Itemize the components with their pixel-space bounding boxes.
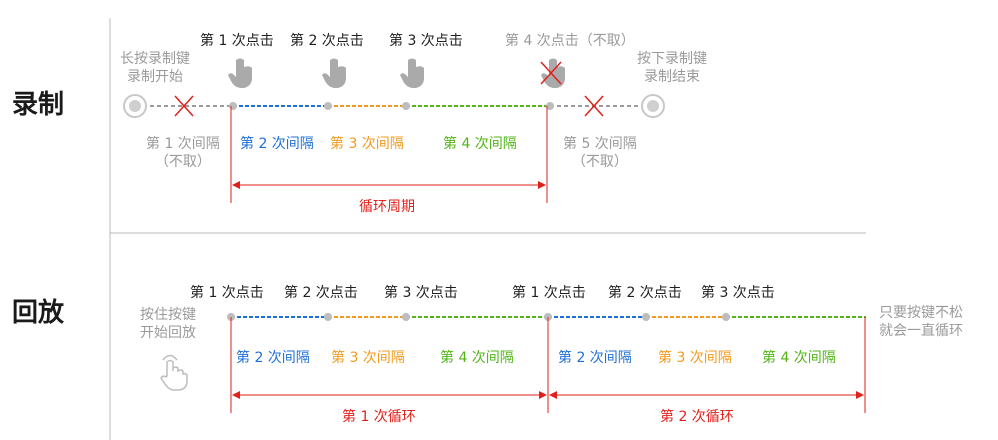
record-start-label: 长按录制键 录制开始 bbox=[120, 51, 190, 85]
pointing-hand-icon bbox=[322, 58, 346, 88]
playback-interval-label: 第 4 次间隔 bbox=[440, 350, 514, 366]
section-title-record: 录制 bbox=[12, 90, 65, 120]
playback-click-dot bbox=[324, 313, 332, 321]
arrow-left-icon bbox=[549, 391, 557, 399]
cycle-label: 循环周期 bbox=[359, 199, 415, 215]
pointing-hand-icon bbox=[541, 58, 565, 88]
loop2-label: 第 2 次循环 bbox=[660, 409, 734, 425]
arrow-left-icon bbox=[232, 181, 240, 189]
record-click-label-2: 第 2 次点击 bbox=[290, 33, 364, 49]
playback-click-label: 第 3 次点击 bbox=[701, 285, 775, 301]
record-start-button-icon bbox=[123, 94, 147, 118]
record-click-label-3: 第 3 次点击 bbox=[389, 33, 463, 49]
playback-click-label: 第 1 次点击 bbox=[190, 285, 264, 301]
playback-click-label: 第 3 次点击 bbox=[384, 285, 458, 301]
record-interval-2: 第 2 次间隔 bbox=[240, 136, 314, 152]
record-interval-4: 第 4 次间隔 bbox=[443, 136, 517, 152]
loop1-label: 第 1 次循环 bbox=[342, 409, 416, 425]
playback-click-dot bbox=[402, 313, 410, 321]
playback-interval-label: 第 4 次间隔 bbox=[762, 350, 836, 366]
record-end-button-icon bbox=[641, 94, 665, 118]
playback-click-label: 第 2 次点击 bbox=[284, 285, 358, 301]
arrow-right-icon bbox=[538, 181, 546, 189]
record-interval-3: 第 3 次间隔 bbox=[330, 136, 404, 152]
pointing-hand-icon bbox=[400, 58, 424, 88]
pointing-hand-icon bbox=[228, 58, 252, 88]
arrow-right-icon bbox=[539, 391, 547, 399]
playback-click-dot bbox=[722, 313, 730, 321]
record-interval-5: 第 5 次间隔 （不取） bbox=[563, 136, 637, 170]
cross-icon bbox=[540, 61, 562, 85]
record-click-dot-4 bbox=[546, 102, 554, 110]
record-click-dot-2 bbox=[324, 102, 332, 110]
arrow-left-icon bbox=[232, 391, 240, 399]
playback-loop-note: 只要按键不松 就会一直循环 bbox=[879, 305, 963, 339]
cross-icon bbox=[584, 95, 604, 117]
playback-interval-label: 第 3 次间隔 bbox=[658, 350, 732, 366]
record-interval-1: 第 1 次间隔 （不取） bbox=[146, 136, 220, 170]
record-click-label-1: 第 1 次点击 bbox=[200, 33, 274, 49]
arrow-right-icon bbox=[856, 391, 864, 399]
cross-icon bbox=[174, 95, 194, 117]
playback-click-label: 第 2 次点击 bbox=[608, 285, 682, 301]
section-title-playback: 回放 bbox=[12, 298, 65, 328]
playback-hold-label: 按住按键 开始回放 bbox=[140, 307, 196, 341]
tap-hand-icon bbox=[160, 354, 188, 391]
playback-click-label: 第 1 次点击 bbox=[512, 285, 586, 301]
playback-interval-label: 第 3 次间隔 bbox=[331, 350, 405, 366]
playback-interval-label: 第 2 次间隔 bbox=[236, 350, 310, 366]
record-end-label: 按下录制键 录制结束 bbox=[637, 51, 707, 85]
playback-click-dot bbox=[642, 313, 650, 321]
record-click-dot-1 bbox=[229, 102, 237, 110]
record-click-dot-3 bbox=[402, 102, 410, 110]
playback-interval-label: 第 2 次间隔 bbox=[558, 350, 632, 366]
record-click-label-4: 第 4 次点击（不取） bbox=[505, 33, 635, 49]
